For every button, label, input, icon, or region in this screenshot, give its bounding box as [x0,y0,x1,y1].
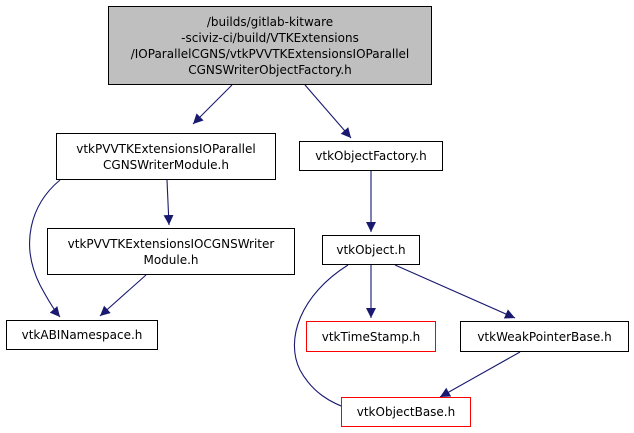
node-time-stamp[interactable]: vtkTimeStamp.h [306,321,436,352]
edge-weak-pointer-base-to-object-base [439,351,521,398]
edge-object-to-weak-pointer-base [394,264,516,319]
object-factory-label: vtkObjectFactory.h [315,149,427,163]
root-file-line-3: /IOParallelCGNS/vtkPVVTKExtensionsIOPara… [130,46,410,61]
cgns-writer-module-line-2: Module.h [143,252,199,267]
root-file-line-2: -sciviz-ci/build/VTKExtensions [181,30,359,45]
edge-parallel-module-to-abi-namespace [29,179,61,318]
root-file-line-1: /builds/gitlab-kitware [206,14,334,29]
node-weak-pointer-base[interactable]: vtkWeakPointerBase.h [460,321,629,352]
edge-parallel-module-to-cgns-writer-module [163,179,174,226]
edge-cgns-writer-module-to-abi-namespace [99,274,147,317]
object-base-label: vtkObjectBase.h [356,405,456,419]
edge-root-to-parallel-module [192,84,233,125]
node-object[interactable]: vtkObject.h [322,235,420,265]
object-label: vtkObject.h [336,243,406,257]
node-root-file: /builds/gitlab-kitware -sciviz-ci/build/… [108,6,432,85]
time-stamp-label: vtkTimeStamp.h [321,329,421,344]
weak-pointer-base-label: vtkWeakPointerBase.h [477,329,612,344]
node-cgns-writer-module[interactable]: vtkPVVTKExtensionsIOCGNSWriter Module.h [47,228,295,275]
node-abi-namespace[interactable]: vtkABINamespace.h [6,320,158,350]
edge-object-to-object-base [293,264,353,412]
root-file-line-4: CGNSWriterObjectFactory.h [188,62,352,77]
node-parallel-module[interactable]: vtkPVVTKExtensionsIOParallel CGNSWriterM… [56,133,276,180]
cgns-writer-module-line-1: vtkPVVTKExtensionsIOCGNSWriter [67,236,275,251]
edge-root-to-object-factory [304,84,352,139]
parallel-module-line-1: vtkPVVTKExtensionsIOParallel [76,141,256,156]
abi-namespace-label: vtkABINamespace.h [21,328,143,342]
node-object-factory[interactable]: vtkObjectFactory.h [299,141,443,171]
parallel-module-line-2: CGNSWriterModule.h [103,157,229,172]
node-object-base[interactable]: vtkObjectBase.h [341,397,471,427]
